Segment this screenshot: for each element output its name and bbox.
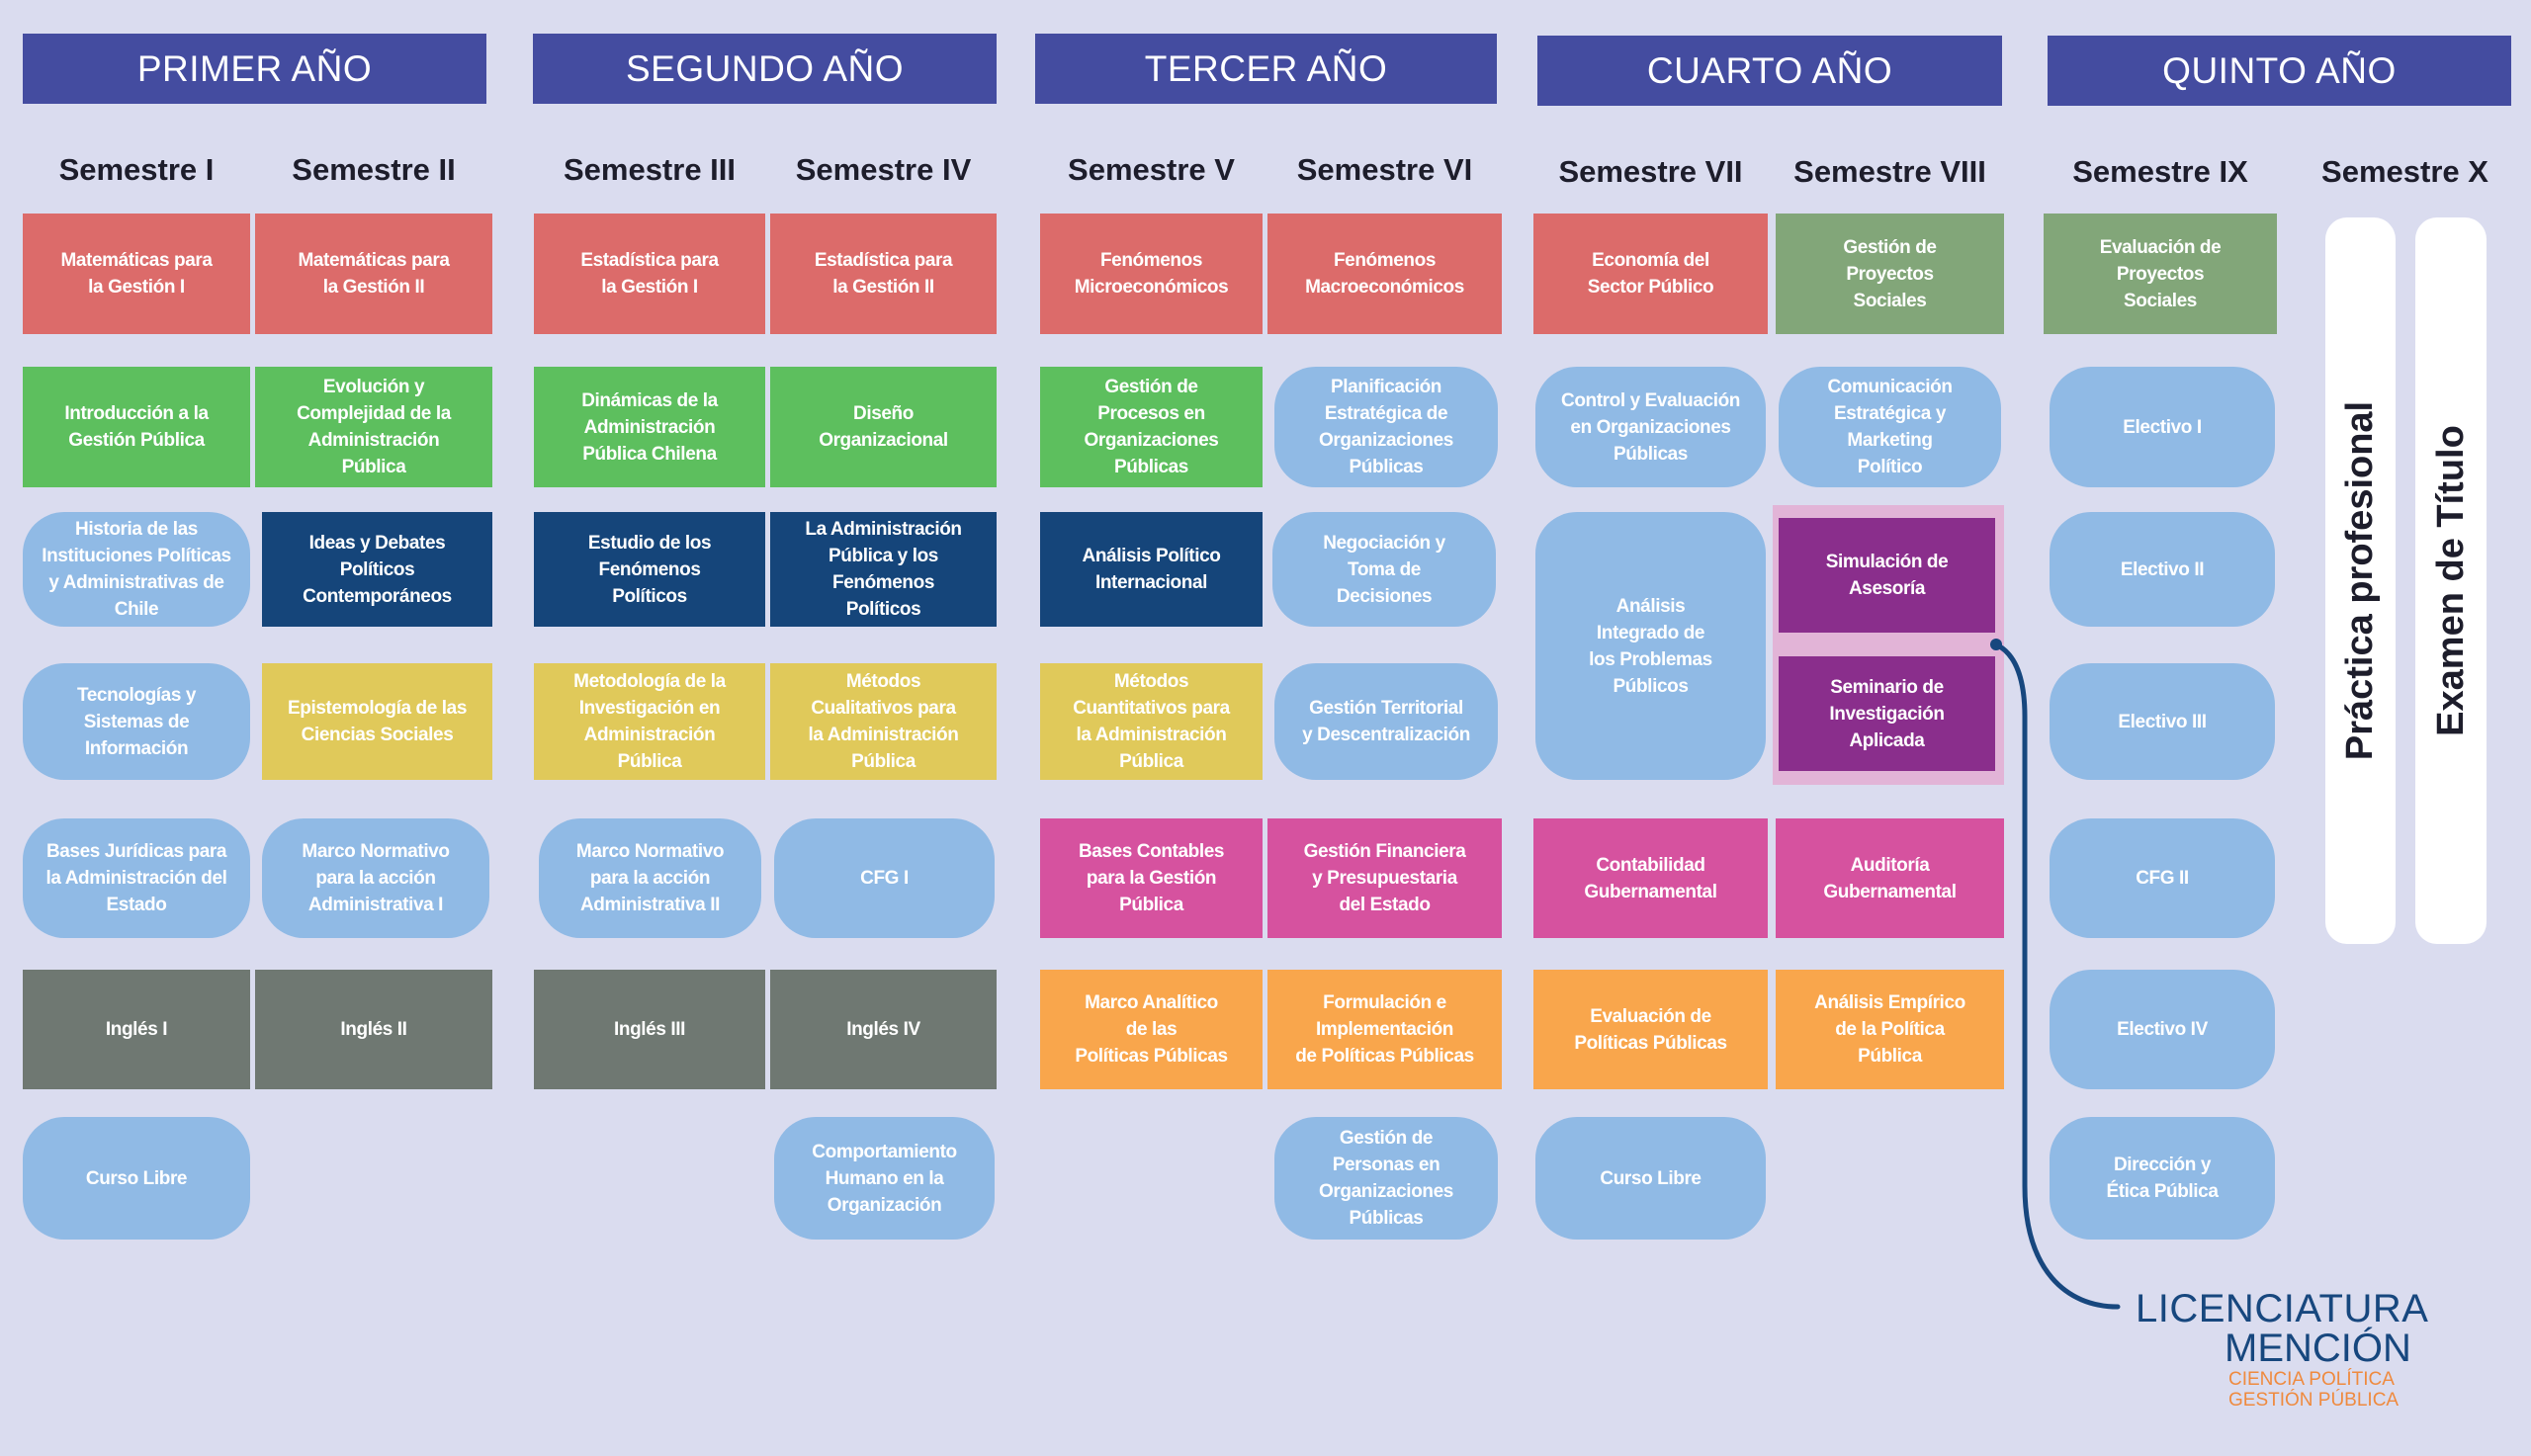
course-block[interactable]: Simulación de Asesoría (1779, 518, 1995, 633)
course-block[interactable]: Auditoría Gubernamental (1776, 818, 2004, 938)
course-block[interactable]: Seminario de Investigación Aplicada (1779, 656, 1995, 771)
course-block[interactable]: Inglés II (255, 970, 492, 1089)
year-header: TERCER AÑO (1035, 34, 1497, 104)
course-block[interactable]: Bases Jurídicas para la Administración d… (23, 818, 250, 938)
semester-label: Semestre IX (2072, 154, 2248, 189)
logo-mencion: MENCIÓN (2225, 1327, 2411, 1370)
course-block[interactable]: Análisis Empírico de la Política Pública (1776, 970, 2004, 1089)
semester-label: Semestre II (292, 152, 456, 187)
course-block[interactable]: Electivo I (2050, 367, 2275, 487)
course-block[interactable]: Dirección y Ética Pública (2050, 1117, 2275, 1240)
course-block[interactable]: Historia de las Instituciones Políticas … (23, 512, 250, 627)
course-block[interactable]: Negociación y Toma de Decisiones (1272, 512, 1496, 627)
course-block[interactable]: Control y Evaluación en Organizaciones P… (1535, 367, 1766, 487)
course-block[interactable]: Inglés IV (770, 970, 997, 1089)
course-block[interactable]: Gestión de Procesos en Organizaciones Pú… (1040, 367, 1263, 487)
semester-label: Semestre III (563, 152, 737, 187)
course-block[interactable]: Gestión Financiera y Presupuestaria del … (1267, 818, 1502, 938)
course-block[interactable]: Estudio de los Fenómenos Políticos (534, 512, 765, 627)
examen-titulo-block[interactable]: Examen de Título (2415, 217, 2487, 944)
semester-label: Semestre VI (1296, 152, 1473, 187)
course-block[interactable]: Análisis Político Internacional (1040, 512, 1263, 627)
course-block[interactable]: CFG I (774, 818, 995, 938)
logo-licenciatura: LICENCIATURA (2136, 1287, 2429, 1330)
course-block[interactable]: La Administración Pública y los Fenómeno… (770, 512, 997, 627)
course-block[interactable]: Marco Analítico de las Políticas Pública… (1040, 970, 1263, 1089)
course-block[interactable]: Bases Contables para la Gestión Pública (1040, 818, 1263, 938)
course-block[interactable]: Evaluación de Políticas Públicas (1533, 970, 1768, 1089)
year-header: CUARTO AÑO (1537, 36, 2002, 106)
semester-label: Semestre V (1068, 152, 1235, 187)
course-block[interactable]: Tecnologías y Sistemas de Información (23, 663, 250, 780)
course-block[interactable]: Marco Normativo para la acción Administr… (262, 818, 489, 938)
semester-label: Semestre I (58, 152, 215, 187)
vertical-label: Práctica profesional (2339, 400, 2381, 761)
course-block[interactable]: Comunicación Estratégica y Marketing Pol… (1779, 367, 2001, 487)
course-block[interactable]: Fenómenos Microeconómicos (1040, 214, 1263, 334)
course-block[interactable]: Marco Normativo para la acción Administr… (539, 818, 761, 938)
course-block[interactable]: CFG II (2050, 818, 2275, 938)
logo-mention-names: CIENCIA POLÍTICA GESTIÓN PÚBLICA (2228, 1369, 2400, 1411)
semester-label: Semestre VIII (1793, 154, 1986, 189)
course-block[interactable]: Gestión de Personas en Organizaciones Pú… (1274, 1117, 1498, 1240)
course-block[interactable]: Análisis Integrado de los Problemas Públ… (1535, 512, 1766, 780)
course-block[interactable]: Electivo IV (2050, 970, 2275, 1089)
course-block[interactable]: Electivo II (2050, 512, 2275, 627)
course-block[interactable]: Contabilidad Gubernamental (1533, 818, 1768, 938)
course-block[interactable]: Matemáticas para la Gestión I (23, 214, 250, 334)
course-block[interactable]: Dinámicas de la Administración Pública C… (534, 367, 765, 487)
course-block[interactable]: Fenómenos Macroeconómicos (1267, 214, 1502, 334)
course-block[interactable]: Evolución y Complejidad de la Administra… (255, 367, 492, 487)
course-block[interactable]: Inglés III (534, 970, 765, 1089)
year-header: PRIMER AÑO (23, 34, 486, 104)
course-block[interactable]: Economía del Sector Público (1533, 214, 1768, 334)
course-block[interactable]: Gestión Territorial y Descentralización (1274, 663, 1498, 780)
practica-profesional-block[interactable]: Práctica profesional (2325, 217, 2396, 944)
course-block[interactable]: Estadística para la Gestión II (770, 214, 997, 334)
course-block[interactable]: Curso Libre (23, 1117, 250, 1240)
vertical-label: Examen de Título (2429, 425, 2472, 736)
course-block[interactable]: Comportamiento Humano en la Organización (774, 1117, 995, 1240)
semester-label: Semestre X (2321, 154, 2488, 189)
course-block[interactable]: Electivo III (2050, 663, 2275, 780)
year-header: QUINTO AÑO (2048, 36, 2511, 106)
course-block[interactable]: Evaluación de Proyectos Sociales (2044, 214, 2277, 334)
course-block[interactable]: Métodos Cuantitativos para la Administra… (1040, 663, 1263, 780)
course-block[interactable]: Diseño Organizacional (770, 367, 997, 487)
semester-label: Semestre IV (795, 152, 972, 187)
course-block[interactable]: Ideas y Debates Políticos Contemporáneos (262, 512, 492, 627)
course-block[interactable]: Métodos Cualitativos para la Administrac… (770, 663, 997, 780)
course-block[interactable]: Epistemología de las Ciencias Sociales (262, 663, 492, 780)
semester-label: Semestre VII (1558, 154, 1743, 189)
course-block[interactable]: Matemáticas para la Gestión II (255, 214, 492, 334)
course-block[interactable]: Planificación Estratégica de Organizacio… (1274, 367, 1498, 487)
course-block[interactable]: Estadística para la Gestión I (534, 214, 765, 334)
course-block[interactable]: Curso Libre (1535, 1117, 1766, 1240)
course-block[interactable]: Metodología de la Investigación en Admin… (534, 663, 765, 780)
course-block[interactable]: Gestión de Proyectos Sociales (1776, 214, 2004, 334)
year-header: SEGUNDO AÑO (533, 34, 997, 104)
course-block[interactable]: Introducción a la Gestión Pública (23, 367, 250, 487)
course-block[interactable]: Inglés I (23, 970, 250, 1089)
course-block[interactable]: Formulación e Implementación de Política… (1267, 970, 1502, 1089)
